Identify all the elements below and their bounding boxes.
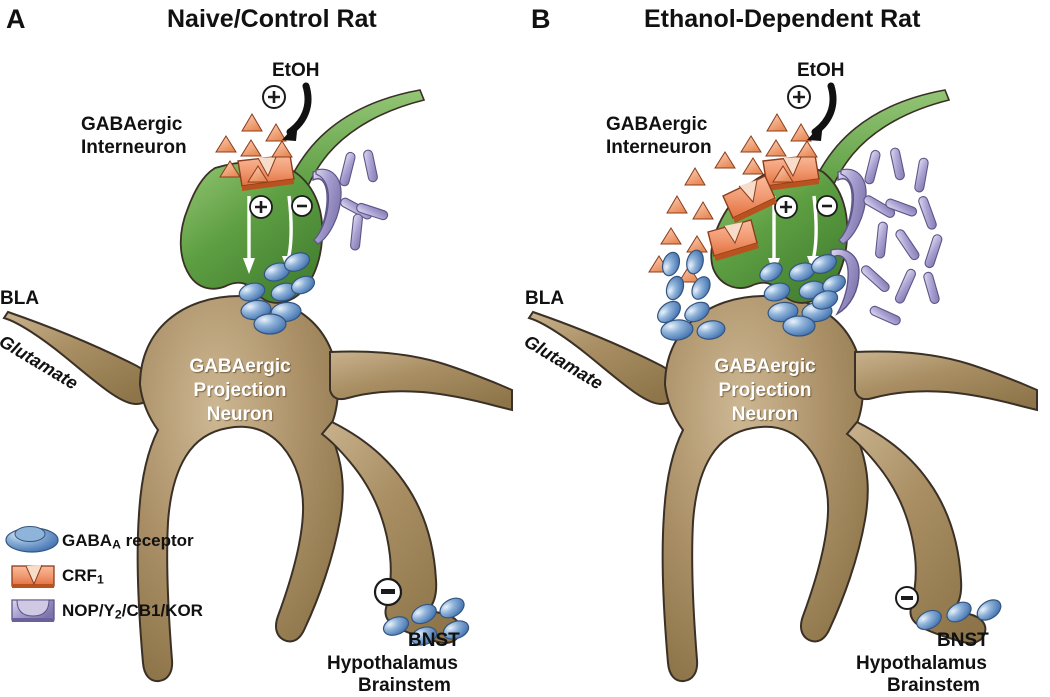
target-label-b-line3: Brainstem <box>887 675 980 696</box>
etoh-plus-badge-a <box>262 85 286 109</box>
nop-receptor-icon <box>11 599 55 622</box>
etoh-arrow-a <box>282 82 312 141</box>
projection-neuron-label-b-line2: Projection <box>718 380 812 401</box>
panel-a-title: Naive/Control Rat <box>167 5 377 33</box>
target-label-a-line1: BNST <box>408 630 460 651</box>
panel-b-letter: B <box>531 4 551 34</box>
target-label-b-line2: Hypothalamus <box>856 653 987 674</box>
bla-label-a: BLA <box>0 288 40 309</box>
projection-neuron-label-a-line3: Neuron <box>206 404 274 425</box>
gabaa-receptors-output-a <box>382 597 470 646</box>
gabaa-receptors-synapse-b <box>657 249 846 341</box>
panel-b-title: Ethanol-Dependent Rat <box>644 5 921 33</box>
projection-neuron-label-a-line1: GABAergic <box>189 356 291 377</box>
output-minus-badge-a <box>373 577 403 607</box>
interneuron-label-a-line2: Interneuron <box>81 137 187 158</box>
output-minus-badge-b <box>895 586 919 610</box>
panel-b-graphics <box>527 89 1038 683</box>
projection-neuron-b <box>527 294 1038 683</box>
projection-neuron-a <box>2 294 513 683</box>
interneuron-label-a-line1: GABAergic <box>81 114 183 135</box>
legend-icons <box>5 526 59 622</box>
interneuron-label-b-line1: GABAergic <box>606 114 708 135</box>
bla-label-b: BLA <box>525 288 565 309</box>
legend-label-crf1: CRF1 <box>62 566 104 587</box>
target-label-a-line3: Brainstem <box>358 675 451 696</box>
gabaa-receptors-output-b <box>916 599 1002 631</box>
etoh-label-a: EtOH <box>272 60 320 81</box>
panel-a-letter: A <box>6 4 26 34</box>
interneuron-label-b-line2: Interneuron <box>606 137 712 158</box>
nop-receptors-a <box>312 149 389 251</box>
projection-neuron-label-b-line3: Neuron <box>731 404 799 425</box>
projection-neuron-label-b-line1: GABAergic <box>714 356 816 377</box>
gabaa-receptors-synapse-a <box>238 252 316 335</box>
crf1-receptor-icon <box>11 564 55 588</box>
etoh-plus-badge-b <box>787 85 811 109</box>
nop-receptors-b <box>830 147 943 326</box>
etoh-label-b: EtOH <box>797 60 845 81</box>
legend-label-gabaa: GABAA receptor <box>62 531 194 552</box>
target-label-b-line1: BNST <box>937 630 989 651</box>
etoh-arrow-b <box>807 82 837 141</box>
gaba-a-receptor-icon <box>5 526 59 553</box>
projection-neuron-label-a-line2: Projection <box>193 380 287 401</box>
target-label-a-line2: Hypothalamus <box>327 653 458 674</box>
crf1-receptors-b <box>707 154 820 261</box>
legend-label-nop: NOP/Y2/CB1/KOR <box>62 601 203 622</box>
crf-ligands-a <box>215 113 293 183</box>
